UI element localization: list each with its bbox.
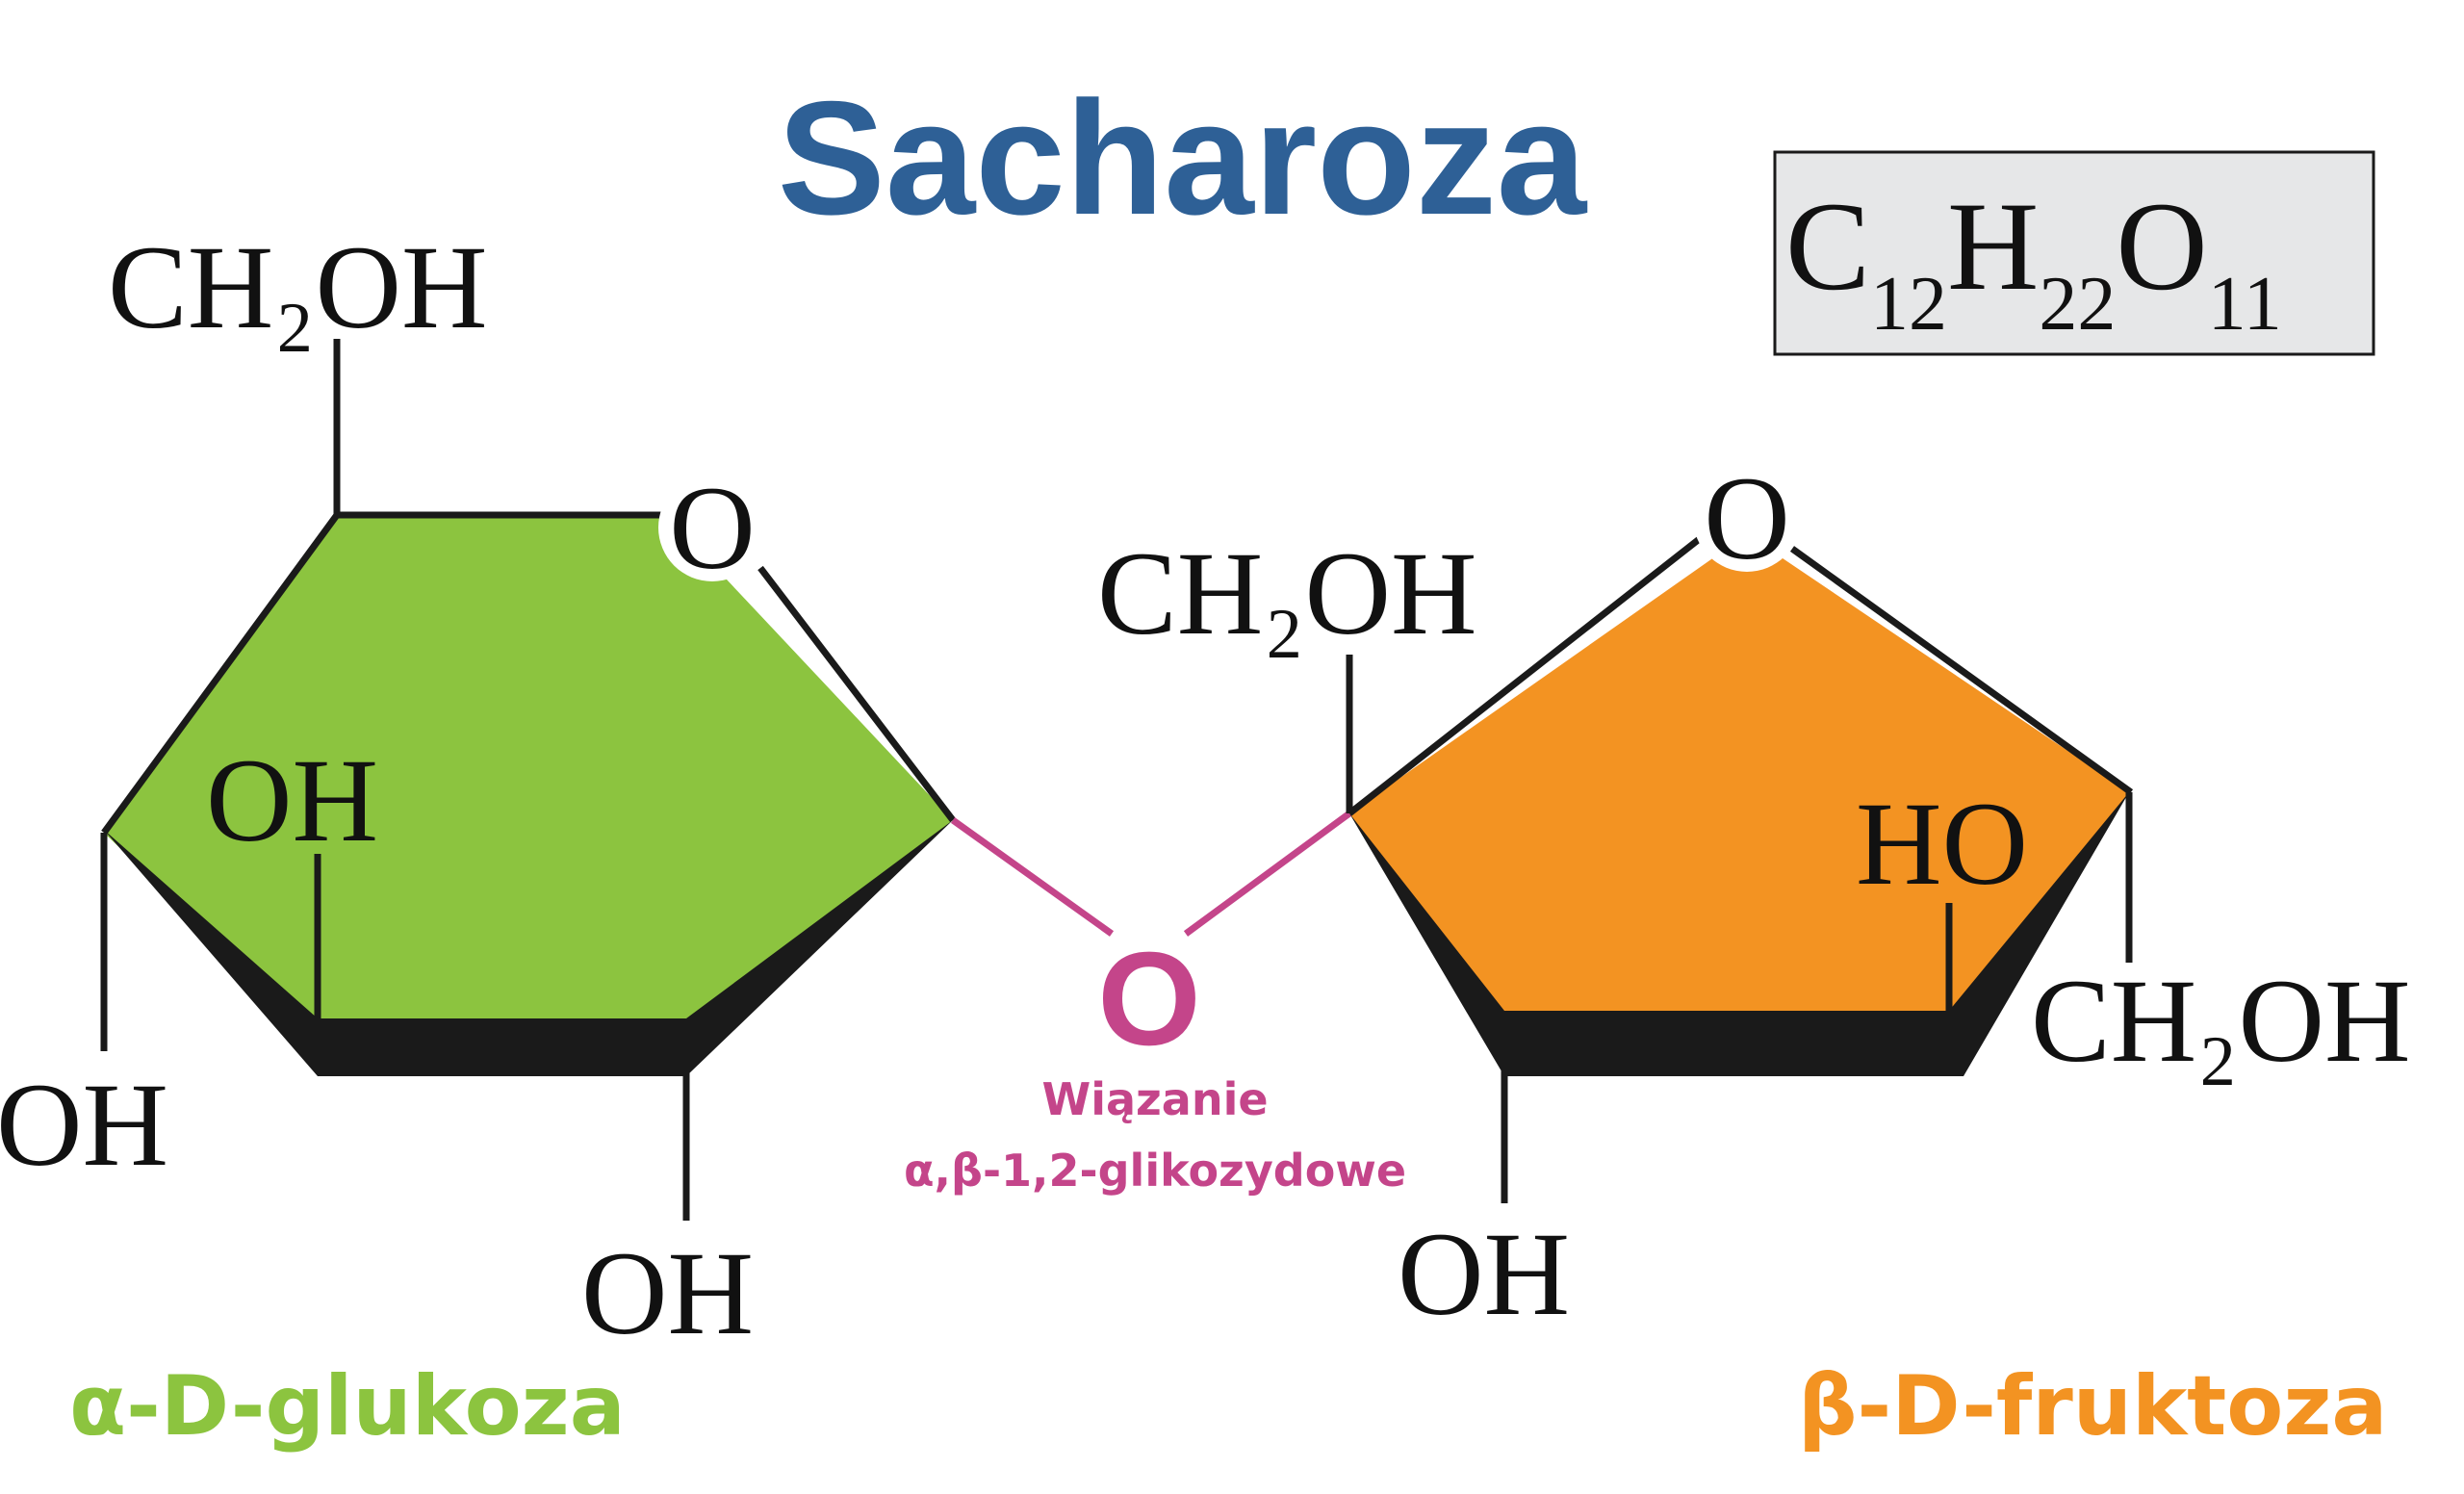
glucose-bond-o-c1	[757, 565, 956, 823]
fructose-ring: O CH₂OH HO CH₂OH OH	[1097, 452, 2411, 1340]
formula-o-count: 11	[2208, 262, 2282, 347]
glycosidic-label-line1: Wiązanie	[1041, 1073, 1268, 1125]
fructose-ring-oxygen: O	[1704, 452, 1790, 584]
page-title: Sacharoza	[778, 67, 1588, 248]
fructose-ch2oh-right-label: CH₂OH	[2031, 955, 2411, 1087]
formula-c: C	[1785, 175, 1870, 317]
glucose-ring-oxygen-halo	[658, 474, 766, 581]
fructose-front-wedge	[1349, 792, 2129, 1076]
formula-h-count: 22	[2039, 262, 2116, 347]
glucose-ring: O CH₂OH OH OH OH	[0, 221, 956, 1359]
glycosidic-bond-right	[1183, 811, 1352, 937]
formula-h: H	[1947, 175, 2039, 317]
formula-text: C12H22O11	[1785, 175, 2282, 347]
glucose-oh-left-label: OH	[0, 1059, 168, 1191]
glucose-oh-inner-label: OH	[206, 734, 378, 866]
glycosidic-linkage: O Wiązanie α,β-1,2-glikozydowe	[904, 811, 1406, 1197]
glycosidic-oxygen: O	[1097, 925, 1200, 1073]
fructose-bond-c2-o	[1347, 534, 1705, 816]
formula-c-count: 12	[1870, 262, 1947, 347]
fructose-oh-bottom-label: OH	[1398, 1208, 1570, 1340]
fructose-ring-oxygen-halo	[1693, 464, 1801, 572]
formula-box	[1773, 150, 2375, 356]
glucose-bond-c5-c4	[101, 512, 340, 836]
fructose-name: β-D-fruktoza	[1798, 1358, 2387, 1455]
glucose-front-wedge	[104, 820, 953, 1076]
fructose-bond-o-c5	[1789, 546, 2134, 795]
fructose-ring-fill	[1349, 534, 2129, 1038]
fructose-ch2oh-top-label: CH₂OH	[1097, 528, 1477, 659]
glycosidic-label-line2: α,β-1,2-glikozydowe	[904, 1145, 1406, 1197]
glucose-name: α-D-glukoza	[69, 1358, 626, 1455]
molecular-formula: C12H22O11	[1773, 150, 2375, 356]
glucose-ring-oxygen: O	[669, 462, 756, 594]
formula-o: O	[2116, 175, 2207, 317]
glucose-oh-bottom-label: OH	[581, 1227, 754, 1359]
glycosidic-bond-left	[950, 817, 1115, 937]
fructose-ho-inner-label: HO	[1856, 778, 2028, 910]
glucose-ch2oh-label: CH₂OH	[108, 221, 488, 353]
